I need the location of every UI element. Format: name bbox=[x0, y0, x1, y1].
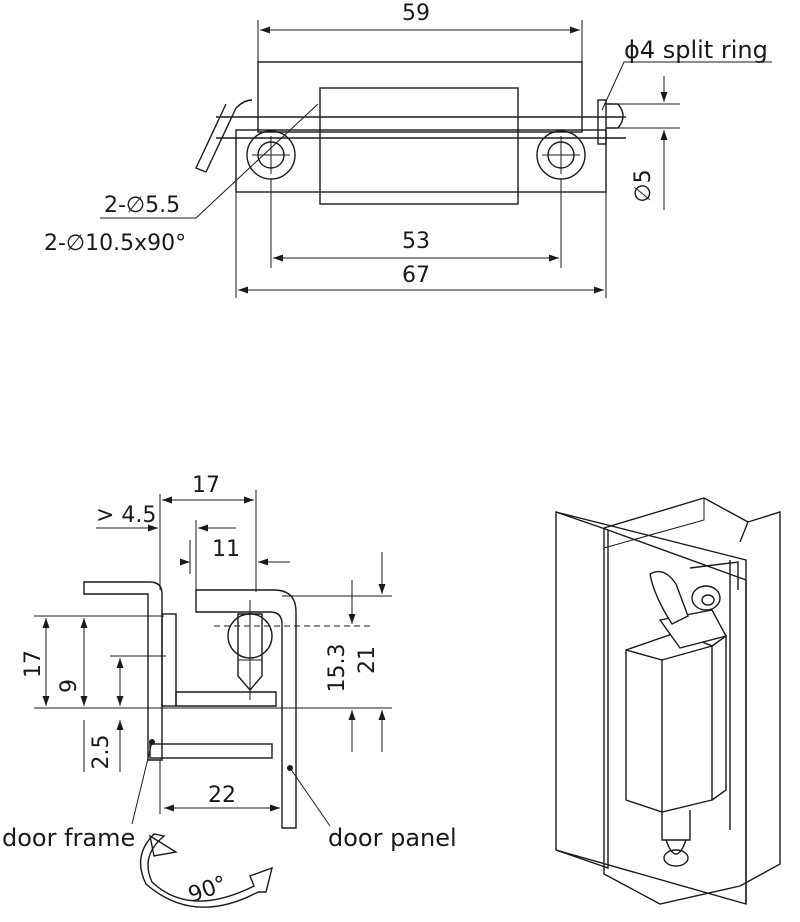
dim-59-label: 59 bbox=[402, 1, 430, 26]
mounting-plate bbox=[235, 129, 607, 193]
door-frame-leader bbox=[131, 741, 153, 825]
rotation-label: 90° bbox=[185, 871, 230, 908]
split-ring-shape bbox=[597, 99, 607, 145]
pin-body bbox=[237, 613, 263, 692]
rotation-arrow-tail bbox=[148, 834, 178, 857]
side-view: 17 > 4.5 11 17 9 2.5 15.3 21 22 bbox=[2, 473, 457, 908]
pin-diameter-label: ∅5 bbox=[631, 169, 656, 202]
isometric-view bbox=[555, 497, 781, 905]
dim-gt45-label: > 4.5 bbox=[96, 503, 156, 528]
dim-21-label: 21 bbox=[355, 646, 380, 674]
hinge-base bbox=[175, 691, 277, 707]
rotation-arrow bbox=[139, 833, 273, 908]
iso-split-ring bbox=[691, 585, 721, 611]
top-view: 59 53 67 ϕ4 split ring ∅5 2-∅5.5 2-∅10.5… bbox=[44, 1, 772, 298]
hole-left bbox=[246, 130, 296, 180]
door-panel-label: door panel bbox=[328, 824, 457, 852]
door-top-edge bbox=[603, 497, 749, 543]
dim-17-top-label: 17 bbox=[192, 473, 220, 498]
hinge-body bbox=[257, 61, 583, 133]
dim-25-label: 2.5 bbox=[89, 735, 114, 770]
dim-22-label: 22 bbox=[208, 783, 236, 808]
dim-9-label: 9 bbox=[57, 679, 82, 693]
door-panel-outline bbox=[603, 528, 741, 905]
iso-pin-bottom bbox=[661, 810, 691, 841]
split-ring-label: ϕ4 split ring bbox=[624, 36, 768, 64]
split-ring-leader bbox=[601, 61, 772, 111]
door-frame-profile bbox=[83, 581, 163, 761]
dim-53-label: 53 bbox=[402, 229, 430, 254]
hole-right bbox=[536, 130, 586, 180]
frame-leaf bbox=[161, 613, 177, 707]
dim-153-label: 15.3 bbox=[325, 644, 350, 693]
dim-11-label: 11 bbox=[212, 537, 240, 562]
hole-leader bbox=[195, 103, 319, 219]
door-frame-label: door frame bbox=[2, 824, 135, 852]
dim-17-left-label: 17 bbox=[21, 650, 46, 678]
door-panel-right bbox=[739, 511, 781, 887]
door-panel-profile bbox=[195, 589, 297, 829]
hole-label: 2-∅5.5 bbox=[104, 193, 180, 218]
pin-handle bbox=[195, 99, 253, 173]
door-panel-leader bbox=[289, 767, 331, 827]
dim-67-label: 67 bbox=[402, 263, 430, 288]
iso-hinge-body bbox=[625, 631, 713, 813]
pin-tip bbox=[606, 103, 624, 129]
center-leaf bbox=[319, 87, 519, 205]
door-frame-return bbox=[149, 743, 273, 759]
countersink-label: 2-∅10.5x90° bbox=[44, 231, 186, 256]
frame-side-face bbox=[555, 511, 609, 869]
iso-pin-handle bbox=[649, 570, 689, 625]
